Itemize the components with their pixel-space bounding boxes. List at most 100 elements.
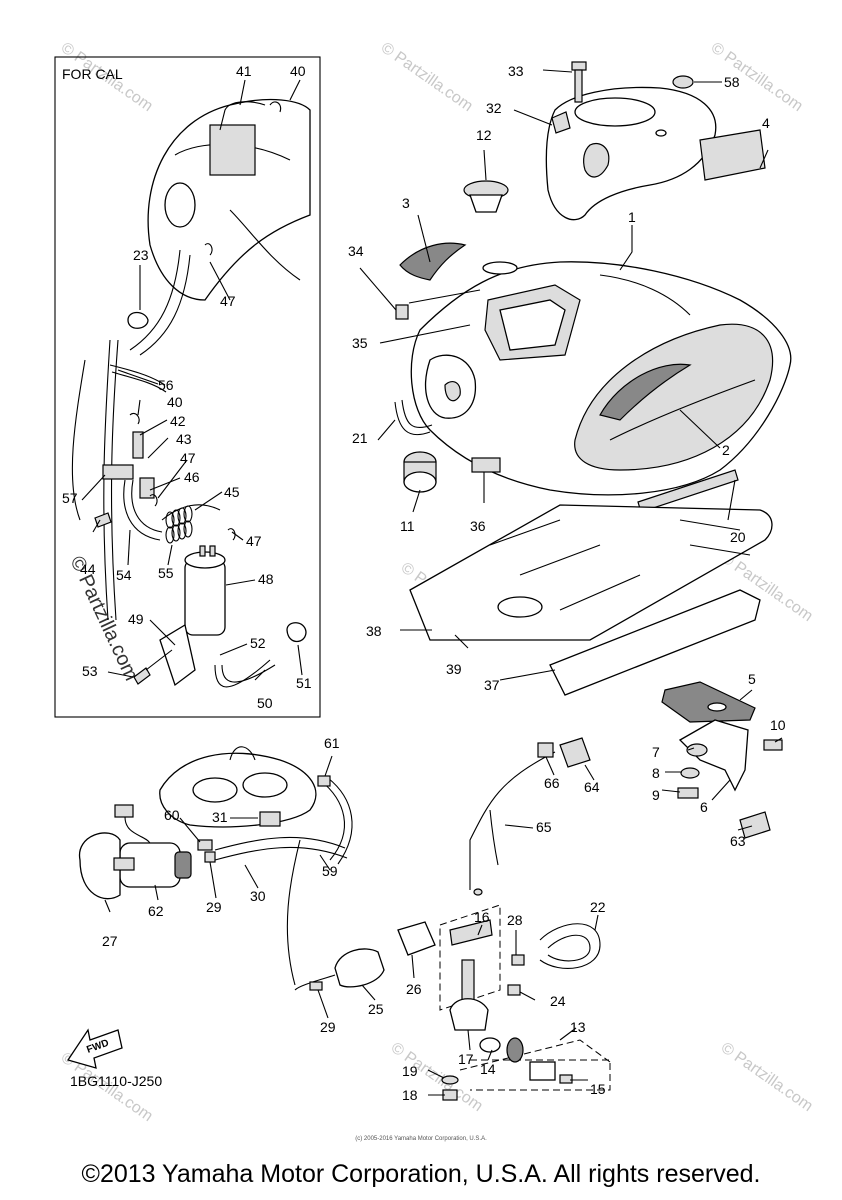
callout-43: 43	[176, 431, 192, 447]
holder-26	[397, 921, 436, 956]
callout-48: 48	[258, 571, 274, 587]
nut-63	[739, 811, 771, 839]
callout-63: 63	[730, 833, 746, 849]
tank-top-cover	[545, 86, 717, 221]
hose-59	[319, 779, 345, 861]
callout-18: 18	[402, 1087, 418, 1103]
callout-65: 65	[536, 819, 552, 835]
clip-29	[204, 851, 216, 863]
watermark-text: © Partzilla.com	[718, 1039, 816, 1115]
clamp-31	[259, 811, 281, 827]
plate-15	[529, 1061, 556, 1081]
tiny-credit: (c) 2005-2016 Yamaha Motor Corporation, …	[355, 1136, 487, 1142]
callout-13: 13	[570, 1019, 586, 1035]
callout-16: 16	[474, 909, 490, 925]
inset-hose-50	[214, 659, 271, 688]
nut-66	[537, 742, 554, 758]
callout-53: 53	[82, 663, 98, 679]
engine-top	[159, 752, 317, 828]
for-cal-inset: FOR CAL	[54, 56, 321, 718]
callout-57: 57	[62, 490, 78, 506]
inset-frame-tube	[103, 339, 111, 621]
callout-51: 51	[296, 675, 312, 691]
callout-37: 37	[484, 677, 500, 693]
callout-7: 7	[652, 744, 660, 760]
diagram-code: 1BG1110-J250	[70, 1073, 162, 1089]
inset-spring-hose-45	[165, 505, 193, 529]
cap-58	[672, 75, 694, 89]
inset-valve-42	[132, 431, 144, 459]
grommet-12	[463, 180, 509, 213]
callout-21: 21	[352, 430, 368, 446]
callout-60: 60	[164, 807, 180, 823]
rear-bracket-group	[661, 681, 783, 839]
main-fuel-tank	[410, 261, 792, 496]
collar-7	[686, 743, 708, 757]
tie-65	[489, 809, 499, 866]
heat-shield-37	[549, 589, 761, 696]
callout-17: 17	[458, 1051, 474, 1067]
bolt-10	[763, 739, 783, 751]
callout-49: 49	[128, 611, 144, 627]
inset-label: FOR CAL	[62, 66, 123, 82]
cable-line	[469, 751, 556, 890]
pad-36	[471, 457, 501, 473]
callout-31: 31	[212, 809, 228, 825]
watermark-text: © Partzilla.com	[378, 39, 476, 115]
fuel-cock-group	[397, 904, 611, 1101]
callout-10: 10	[770, 717, 786, 733]
fuel-filter-25	[334, 948, 385, 988]
callout-44: 44	[80, 561, 96, 577]
callout-8: 8	[652, 765, 660, 781]
callout-55: 55	[158, 565, 174, 581]
inset-bolt-44	[94, 512, 112, 528]
inset-clip-40	[269, 101, 282, 113]
callout-36: 36	[470, 518, 486, 534]
inset-tank-outline	[147, 98, 311, 301]
callout-42: 42	[170, 413, 186, 429]
callout-2: 2	[722, 442, 730, 458]
sticker-4	[699, 129, 766, 181]
hose-30	[214, 836, 346, 851]
hose-22	[539, 923, 601, 969]
callout-47a: 47	[220, 293, 236, 309]
bolt-9	[677, 787, 699, 799]
callout-62: 62	[148, 903, 164, 919]
inset-canister-bracket	[209, 124, 256, 176]
inset-clip-40	[129, 412, 140, 425]
inset-hose-56	[109, 364, 166, 386]
callout-54: 54	[116, 567, 132, 583]
callout-3: 3	[402, 195, 410, 211]
callout-9: 9	[652, 787, 660, 803]
callout-45: 45	[224, 484, 240, 500]
clip-60	[197, 839, 213, 851]
bracket-6	[678, 719, 749, 792]
heat-shields	[409, 504, 773, 696]
heat-shield-hole	[497, 596, 543, 618]
callout-47b: 47	[180, 450, 196, 466]
callout-58: 58	[724, 74, 740, 90]
copyright-footer: ©2013 Yamaha Motor Corporation, U.S.A. A…	[81, 1160, 761, 1188]
callout-numbers: 1 2 3 4 5 6 7 8 9 10 11 12 13 14 15 16 1…	[62, 63, 786, 1103]
callout-34: 34	[348, 243, 364, 259]
inset-clip-47	[204, 243, 213, 256]
inset-clip-47	[149, 494, 158, 507]
callout-4: 4	[762, 115, 770, 131]
callout-1: 1	[628, 209, 636, 225]
bracket-5	[661, 681, 756, 723]
callout-11: 11	[400, 518, 415, 534]
leader-lines	[81, 69, 783, 1096]
callout-24: 24	[550, 993, 566, 1009]
callout-20: 20	[730, 529, 746, 545]
inset-clamp-51	[286, 622, 307, 643]
callout-27: 27	[102, 933, 118, 949]
emblem-3	[399, 242, 467, 281]
inset-vent-hose	[219, 101, 266, 131]
callout-33: 33	[508, 63, 524, 79]
clip-24	[507, 984, 521, 996]
callout-26: 26	[406, 981, 422, 997]
choke-cable	[469, 737, 591, 896]
inset-clamp-57	[102, 464, 134, 480]
clip-61	[317, 775, 331, 787]
